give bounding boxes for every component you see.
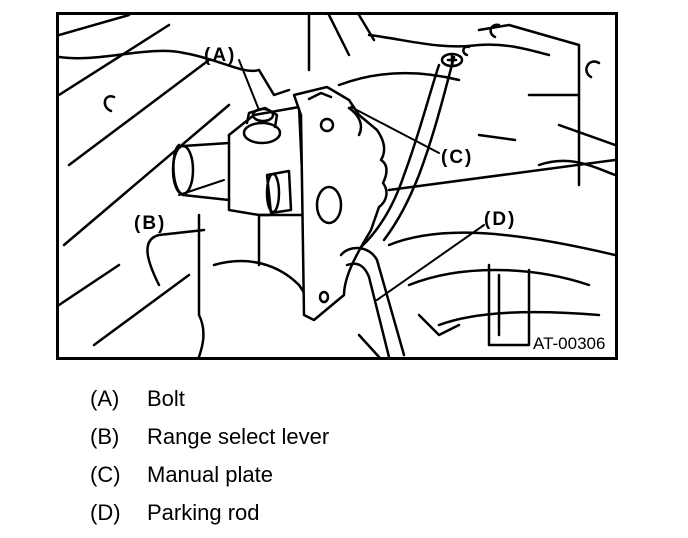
legend-item: (D) Parking rod [90, 500, 590, 538]
housing-contour [59, 49, 321, 357]
legend-key: (C) [90, 462, 121, 487]
lever-shaft [265, 169, 293, 215]
leader-a [238, 59, 260, 111]
legend-item: (C) Manual plate [90, 462, 590, 500]
legend-label: Parking rod [147, 500, 260, 525]
cast-marks [103, 23, 601, 113]
bolt [242, 106, 282, 145]
leader-c [350, 106, 440, 154]
figure-id: AT-00306 [533, 334, 605, 353]
callout-b: (B) [134, 213, 166, 234]
housing-hatch-right [337, 23, 615, 357]
figure-frame: (A) (B) (C) (D) AT-00306 [56, 12, 618, 360]
legend: (A) Bolt (B) Range select lever (C) Manu… [90, 386, 590, 538]
leader-b [178, 179, 225, 196]
legend-label: Manual plate [147, 462, 273, 487]
legend-key: (D) [90, 500, 121, 525]
legend-label: Range select lever [147, 424, 330, 449]
housing-hatch-left [59, 15, 376, 347]
legend-item: (B) Range select lever [90, 424, 590, 462]
leader-lines [178, 59, 485, 301]
legend-item: (A) Bolt [90, 386, 590, 424]
legend-key: (B) [90, 424, 120, 449]
range-select-lever [171, 93, 316, 267]
leader-d [376, 224, 485, 301]
callout-c: (C) [441, 147, 473, 168]
legend-key: (A) [90, 386, 120, 411]
callout-d: (D) [484, 209, 516, 230]
manual-plate-illustration: (A) (B) (C) (D) AT-00306 [59, 15, 615, 357]
parking-rod [339, 45, 471, 357]
callout-a: (A) [204, 45, 236, 66]
manual-plate [292, 85, 388, 322]
legend-label: Bolt [147, 386, 185, 411]
